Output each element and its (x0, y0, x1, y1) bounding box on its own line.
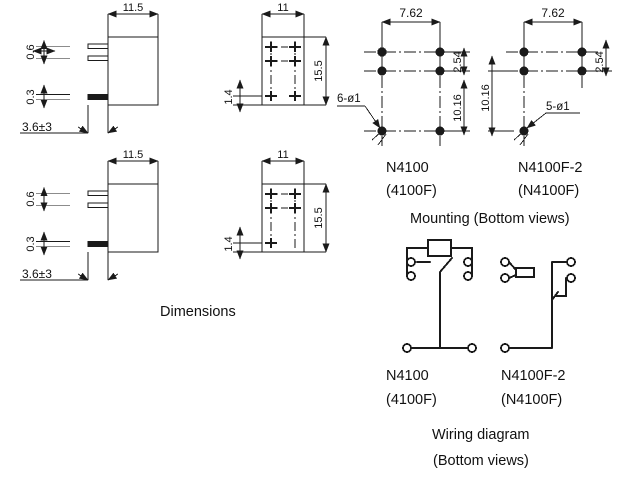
wiring-right (500, 257, 576, 353)
wiring-section-title: Wiring diagram (432, 427, 530, 443)
wiring-left-name: N4100 (386, 368, 429, 384)
wiring-section-subtitle: (Bottom views) (433, 453, 529, 469)
dim-pitch06-top-left: 0.6 (25, 44, 37, 59)
mount-right-pitch-y-small: 2.54 (594, 51, 606, 72)
dim-height-bot-mid: 15.5 (313, 207, 325, 228)
mounting-left-alt-name: (4100F) (386, 183, 437, 199)
mounting-left (337, 18, 470, 146)
wiring-left-alt-name: (4100F) (386, 392, 437, 408)
side-view-bottom (20, 157, 159, 281)
dim-pitch06-bot-left: 0.6 (25, 191, 37, 206)
mount-left-hole-note: 6-ø1 (337, 93, 361, 105)
wiring-right-alt-name: (N4100F) (501, 392, 563, 408)
mount-left-pitch-y-small: 2.54 (452, 51, 464, 72)
mount-left-pitch-y-large: 10.16 (452, 94, 464, 122)
dim-pitch03-bot-left: 0.3 (25, 236, 37, 251)
mounting-right-alt-name: (N4100F) (518, 183, 580, 199)
mount-right-pitch-y-large: 10.16 (480, 84, 492, 112)
dim-offset-top-mid: 1.4 (223, 89, 235, 104)
mounting-right (488, 18, 612, 146)
dim-width-bot-mid: 11 (277, 149, 288, 161)
dim-width-top-left: 11.5 (123, 2, 144, 14)
dim-width-bot-left: 11.5 (123, 149, 144, 161)
dim-height-top-mid: 15.5 (313, 60, 325, 81)
dim-width-top-mid: 11 (277, 2, 288, 14)
dimensions-section-title: Dimensions (160, 304, 236, 320)
mounting-section-title: Mounting (Bottom views) (410, 211, 570, 227)
side-view-top (20, 10, 159, 134)
mounting-right-name: N4100F-2 (518, 160, 583, 176)
mount-left-pitch-x: 7.62 (399, 6, 423, 20)
bottom-view-top (233, 10, 330, 113)
dim-offset-bot-mid: 1.4 (223, 236, 235, 251)
bottom-view-bottom (233, 157, 330, 260)
wiring-left (402, 239, 477, 353)
wiring-right-name: N4100F-2 (501, 368, 566, 384)
dim-pitch03-top-left: 0.3 (25, 89, 37, 104)
mount-right-pitch-x: 7.62 (541, 6, 565, 20)
mount-right-hole-note: 5-ø1 (546, 101, 570, 113)
mounting-left-name: N4100 (386, 160, 429, 176)
dim-lead-bot-left: 3.6±3 (22, 267, 52, 281)
dim-lead-top-left: 3.6±3 (22, 120, 52, 134)
